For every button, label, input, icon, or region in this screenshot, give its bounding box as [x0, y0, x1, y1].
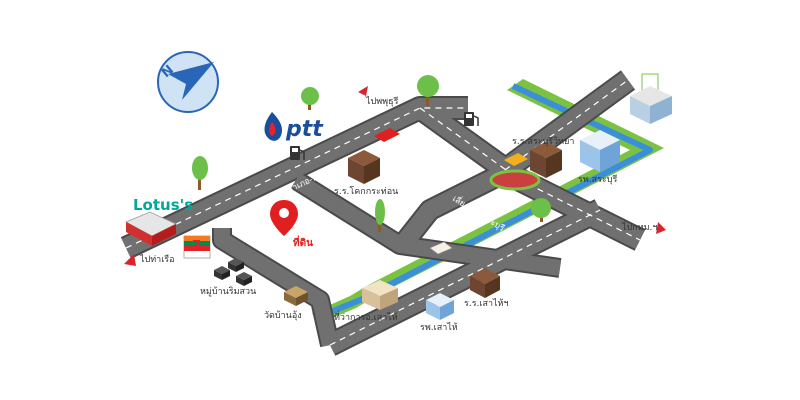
tree-icon	[375, 199, 385, 232]
place-label-hosp-saraburi: รพ.สระบุรี	[578, 174, 618, 185]
car-icon	[374, 128, 400, 142]
gas-pump-icon-2	[464, 112, 479, 126]
tree-icon	[417, 75, 439, 106]
seven-eleven-store: 7	[183, 235, 211, 259]
place-label-hosp-saohai: รพ.เสาไห้	[420, 322, 458, 333]
direction-arrow-left	[124, 254, 136, 266]
hospital-building	[426, 293, 454, 320]
lotus-store: Lotus's	[125, 196, 193, 246]
lotus-brand-text: Lotus's	[133, 196, 193, 214]
roundabout-island	[489, 169, 541, 191]
school-building	[530, 142, 562, 178]
place-label-district-office: ที่ว่าการอ.เสาไห้	[334, 310, 398, 323]
ptt-brand-text: ptt	[285, 117, 324, 142]
car-icon	[429, 241, 453, 255]
place-label-school-top: ร.ร.สระบุรีวิทยา	[512, 136, 574, 147]
land-marker-label: ที่ดิน	[293, 235, 313, 249]
seven-eleven-logo: 7	[192, 239, 201, 254]
place-label-village: หมู่บ้านริมสวน	[200, 286, 256, 297]
compass-icon: N	[157, 51, 219, 113]
direction-label-left: ไปท่าเรือ	[139, 254, 175, 265]
car-icon	[504, 153, 528, 166]
direction-arrow-top	[358, 86, 368, 96]
hospital-building	[580, 130, 620, 172]
school-building	[470, 268, 500, 298]
ptt-logo: ptt	[264, 112, 324, 142]
direction-label-right: ไปกทม.ฯ	[621, 222, 657, 233]
place-label-school-saohai: ร.ร.เสาไห้ฯ	[464, 298, 509, 309]
temple-building	[284, 286, 308, 306]
village-houses	[214, 258, 252, 286]
canal-bank	[312, 79, 664, 324]
place-label-school-mid: ร.ร.โคกกระท่อน	[334, 186, 398, 197]
road-network	[120, 70, 646, 356]
map-pin-icon	[270, 200, 298, 236]
direction-arrow-right	[656, 222, 666, 234]
tree-icon	[531, 198, 551, 222]
direction-label-top: ไปพพุธุรี	[365, 96, 399, 107]
tree-icon	[192, 156, 208, 190]
place-label-temple: วัดบ้านอุ้ง	[264, 310, 302, 321]
hotel-building	[630, 73, 672, 124]
school-building	[348, 150, 380, 184]
tree-icon	[301, 87, 319, 110]
district-office-building	[362, 280, 398, 310]
gas-pump-icon	[290, 146, 305, 160]
